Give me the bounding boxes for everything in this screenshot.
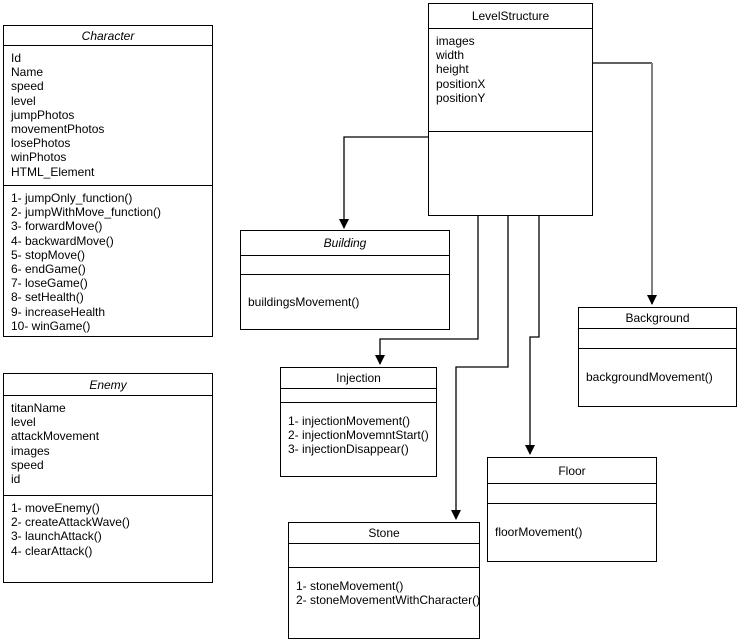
member-line: 4- backwardMove()	[11, 233, 114, 248]
class-title: Building	[241, 231, 449, 256]
arrow-levelstructure-to-building	[339, 136, 428, 229]
member-line: 6- endGame()	[11, 262, 86, 277]
class-title: Injection	[281, 368, 436, 389]
class-title: Background	[579, 308, 736, 329]
class-box-stone: Stone 1- stoneMovement()2- stoneMovement…	[288, 522, 480, 639]
member-line: movementPhotos	[11, 122, 105, 137]
member-line: 1- stoneMovement()	[296, 579, 404, 593]
member-line: 9- increaseHealth	[11, 304, 106, 319]
class-title: LevelStructure	[429, 4, 592, 29]
member-line: 1- moveEnemy()	[11, 501, 100, 515]
class-box-floor: Floor floorMovement()	[487, 457, 657, 562]
member-line: Id	[11, 51, 22, 65]
class-methods: 1- injectionMovement()2- injectionMovemn…	[281, 403, 436, 476]
member-line: floorMovement()	[495, 525, 583, 540]
member-line: attackMovement	[11, 429, 100, 444]
class-methods: buildingsMovement()	[241, 275, 449, 329]
member-line: 1- jumpOnly_function()	[11, 191, 133, 205]
member-line: Name	[11, 65, 44, 80]
member-line: 2- jumpWithMove_function()	[11, 205, 162, 220]
class-methods: backgroundMovement()	[579, 349, 736, 406]
member-line: 3- injectionDisappear()	[288, 442, 409, 457]
member-line: speed	[11, 79, 44, 94]
member-line: 3- launchAttack()	[11, 529, 102, 544]
member-line: speed	[11, 457, 44, 472]
member-line: buildingsMovement()	[248, 294, 360, 309]
class-title: Floor	[488, 458, 656, 484]
member-line: width	[436, 48, 465, 63]
arrow-levelstructure-to-stone	[451, 216, 509, 520]
class-box-background: Background backgroundMovement()	[578, 307, 737, 407]
member-line: images	[11, 443, 50, 458]
class-attributes	[488, 484, 656, 504]
class-box-injection: Injection 1- injectionMovement()2- injec…	[280, 367, 437, 477]
member-line: 5- stopMove()	[11, 247, 86, 262]
class-title: Enemy	[4, 374, 212, 396]
class-methods: 1- moveEnemy()2- createAttackWave()3- la…	[4, 496, 212, 582]
member-line: 2- createAttackWave()	[11, 515, 130, 530]
member-line: jumpPhotos	[11, 107, 75, 122]
arrow-levelstructure-to-injection	[375, 216, 479, 365]
member-line: level	[11, 93, 36, 108]
class-title: Stone	[289, 523, 479, 544]
member-line: 2- stoneMovementWithCharacter()	[296, 593, 479, 608]
member-line: 7- loseGame()	[11, 276, 88, 291]
class-attributes	[289, 544, 479, 568]
class-attributes	[281, 389, 436, 403]
member-line: 3- forwardMove()	[11, 219, 103, 234]
class-attributes	[241, 256, 449, 275]
member-line: height	[436, 62, 469, 77]
class-title: Character	[4, 26, 212, 46]
member-line: 8- setHealth()	[11, 290, 84, 305]
member-line: 1- injectionMovement()	[288, 414, 411, 428]
class-methods: 1- jumpOnly_function()2- jumpWithMove_fu…	[4, 186, 212, 336]
class-methods: floorMovement()	[488, 504, 656, 561]
member-line: 2- injectionMovemntStart()	[288, 428, 429, 443]
member-line: backgroundMovement()	[586, 370, 713, 385]
member-line: losePhotos	[11, 136, 71, 151]
member-line: winPhotos	[11, 150, 67, 165]
member-line: level	[11, 415, 36, 430]
class-attributes	[579, 329, 736, 349]
member-line: 10- winGame()	[11, 318, 91, 333]
member-line: positionY	[436, 90, 486, 105]
arrow-levelstructure-to-floor	[525, 216, 540, 455]
member-line: 4- clearAttack()	[11, 543, 93, 558]
member-line: id	[11, 472, 21, 487]
member-line: HTML_Element	[11, 164, 95, 179]
class-methods: 1- stoneMovement()2- stoneMovementWithCh…	[289, 568, 479, 638]
member-line: titanName	[11, 401, 66, 415]
member-line: positionX	[436, 76, 486, 91]
class-box-building: Building buildingsMovement()	[240, 230, 450, 330]
member-line: images	[436, 34, 475, 48]
class-methods	[429, 132, 592, 215]
